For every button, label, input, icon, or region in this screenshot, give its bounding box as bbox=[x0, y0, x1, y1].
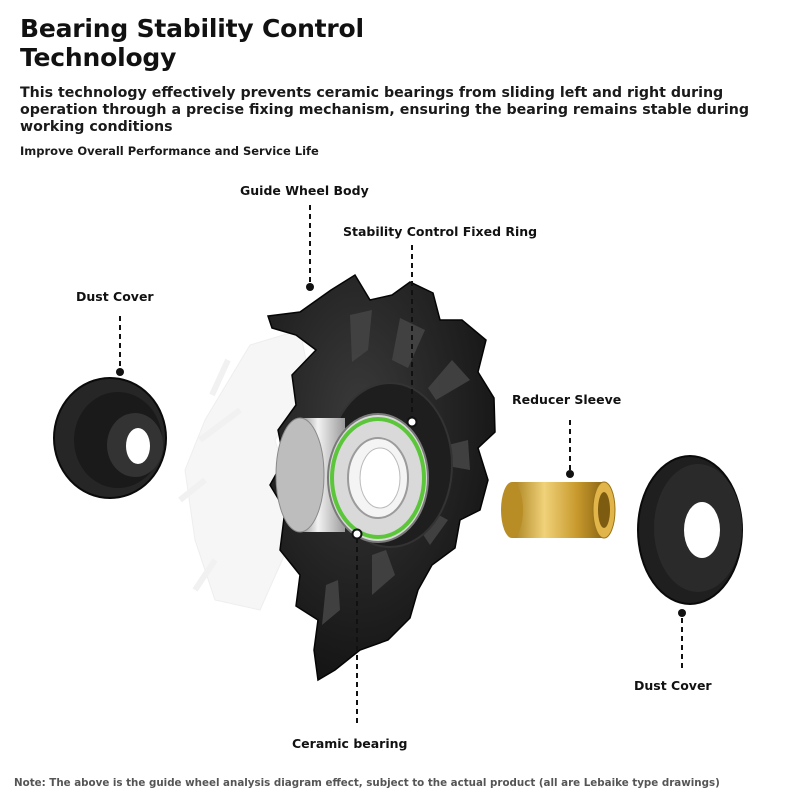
stability-control-ring bbox=[330, 417, 426, 539]
page-title: Bearing Stability Control Technology bbox=[20, 14, 540, 72]
leader-lines bbox=[119, 205, 683, 725]
label-ceramic-bearing: Ceramic bearing bbox=[292, 736, 408, 751]
label-stability-ring: Stability Control Fixed Ring bbox=[343, 224, 538, 239]
footer-note: Note: The above is the guide wheel analy… bbox=[14, 777, 720, 789]
label-reducer-sleeve: Reducer Sleeve bbox=[512, 392, 622, 407]
label-guide-wheel-body: Guide Wheel Body bbox=[240, 183, 369, 198]
dust-cover-left bbox=[53, 377, 167, 499]
subtitle-text: Improve Overall Performance and Service … bbox=[20, 144, 319, 158]
ghost-gear bbox=[178, 329, 311, 611]
ceramic-bearing bbox=[275, 413, 429, 543]
title-line-2: Technology bbox=[20, 43, 177, 72]
reducer-sleeve bbox=[501, 481, 616, 539]
title-line-1: Bearing Stability Control bbox=[20, 14, 364, 43]
label-dust-cover-left: Dust Cover bbox=[76, 289, 154, 304]
description-text: This technology effectively prevents cer… bbox=[20, 85, 750, 135]
dust-cover-right bbox=[637, 455, 743, 605]
label-dust-cover-right: Dust Cover bbox=[634, 678, 712, 693]
leader-dots bbox=[116, 283, 686, 617]
